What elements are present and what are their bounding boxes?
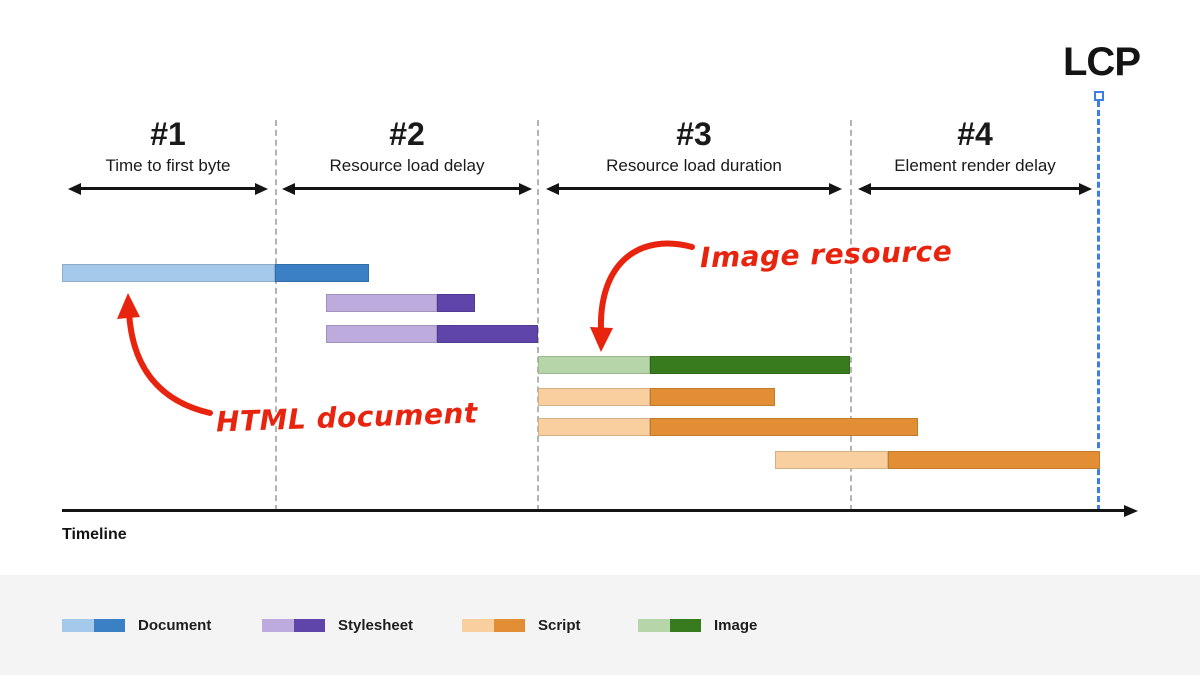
legend-label: Script (538, 617, 581, 634)
timeline-label: Timeline (62, 526, 127, 543)
bar-segment-light (538, 418, 650, 436)
swatch-light-half (638, 619, 670, 632)
bar-segment-dark (275, 264, 369, 282)
bar-document (62, 264, 369, 282)
phase-label: Resource load delay (329, 156, 485, 175)
legend-item-document: Document (62, 617, 211, 634)
phase-2-header: #2 Resource load delay (282, 114, 532, 190)
phase-number: #1 (150, 116, 186, 152)
legend-label: Image (714, 617, 758, 634)
bar-stylesheet (326, 325, 538, 343)
swatch-dark-half (494, 619, 525, 632)
swatch-light-half (262, 619, 294, 632)
timeline-axis (62, 509, 1125, 512)
bar-segment-dark (650, 388, 775, 406)
bar-script (538, 388, 775, 406)
phase-4-header: #4 Element render delay (858, 114, 1092, 190)
swatch-dark-half (294, 619, 325, 632)
legend-item-script: Script (462, 617, 581, 634)
image-resource-arrow (597, 240, 695, 333)
phase-number: #3 (676, 116, 712, 152)
bar-segment-light (538, 356, 650, 374)
bar-segment-light (775, 451, 888, 469)
double-arrow (558, 187, 830, 190)
html-document-arrowhead (117, 293, 140, 319)
lcp-title: LCP (1063, 40, 1141, 84)
bar-segment-dark (437, 325, 538, 343)
script-swatch (462, 619, 525, 632)
phase-label: Element render delay (894, 156, 1056, 175)
legend-label: Document (138, 617, 212, 634)
bar-segment-light (326, 294, 437, 312)
bar-image (538, 356, 850, 374)
image-resource-annotation: Image resource (699, 234, 953, 275)
legend-item-stylesheet: Stylesheet (262, 617, 413, 634)
phase-number: #4 (957, 116, 993, 152)
legend: Document Stylesheet Script Image (0, 575, 1200, 675)
phase-divider-2 (537, 120, 539, 511)
image-resource-arrowhead (590, 327, 613, 352)
bar-script (775, 451, 1100, 469)
phase-divider-3 (850, 120, 852, 511)
bar-segment-light (326, 325, 437, 343)
swatch-dark-half (94, 619, 125, 632)
bar-segment-dark (888, 451, 1100, 469)
swatch-dark-half (670, 619, 701, 632)
double-arrow (80, 187, 256, 190)
stylesheet-swatch (262, 619, 325, 632)
phase-3-header: #3 Resource load duration (546, 114, 842, 190)
swatch-light-half (462, 619, 494, 632)
phase-label: Resource load duration (606, 156, 782, 175)
bar-segment-dark (650, 356, 850, 374)
legend-label: Stylesheet (338, 617, 414, 634)
bar-segment-dark (437, 294, 475, 312)
bar-segment-light (62, 264, 275, 282)
bar-segment-light (538, 388, 650, 406)
html-document-annotation: HTML document (215, 396, 479, 439)
phase-divider-1 (275, 120, 277, 511)
lcp-marker-line (1094, 91, 1104, 511)
bar-script (538, 418, 918, 436)
phase-number: #2 (389, 116, 425, 152)
bar-stylesheet (326, 294, 475, 312)
image-swatch (638, 619, 701, 632)
double-arrow (294, 187, 520, 190)
document-swatch (62, 619, 125, 632)
bar-segment-dark (650, 418, 918, 436)
swatch-light-half (62, 619, 94, 632)
double-arrow (870, 187, 1080, 190)
phase-1-header: #1 Time to first byte (68, 114, 268, 190)
lcp-marker-square (1094, 91, 1104, 101)
phase-label: Time to first byte (105, 156, 231, 175)
legend-item-image: Image (638, 617, 757, 634)
html-document-arrow (126, 309, 213, 416)
